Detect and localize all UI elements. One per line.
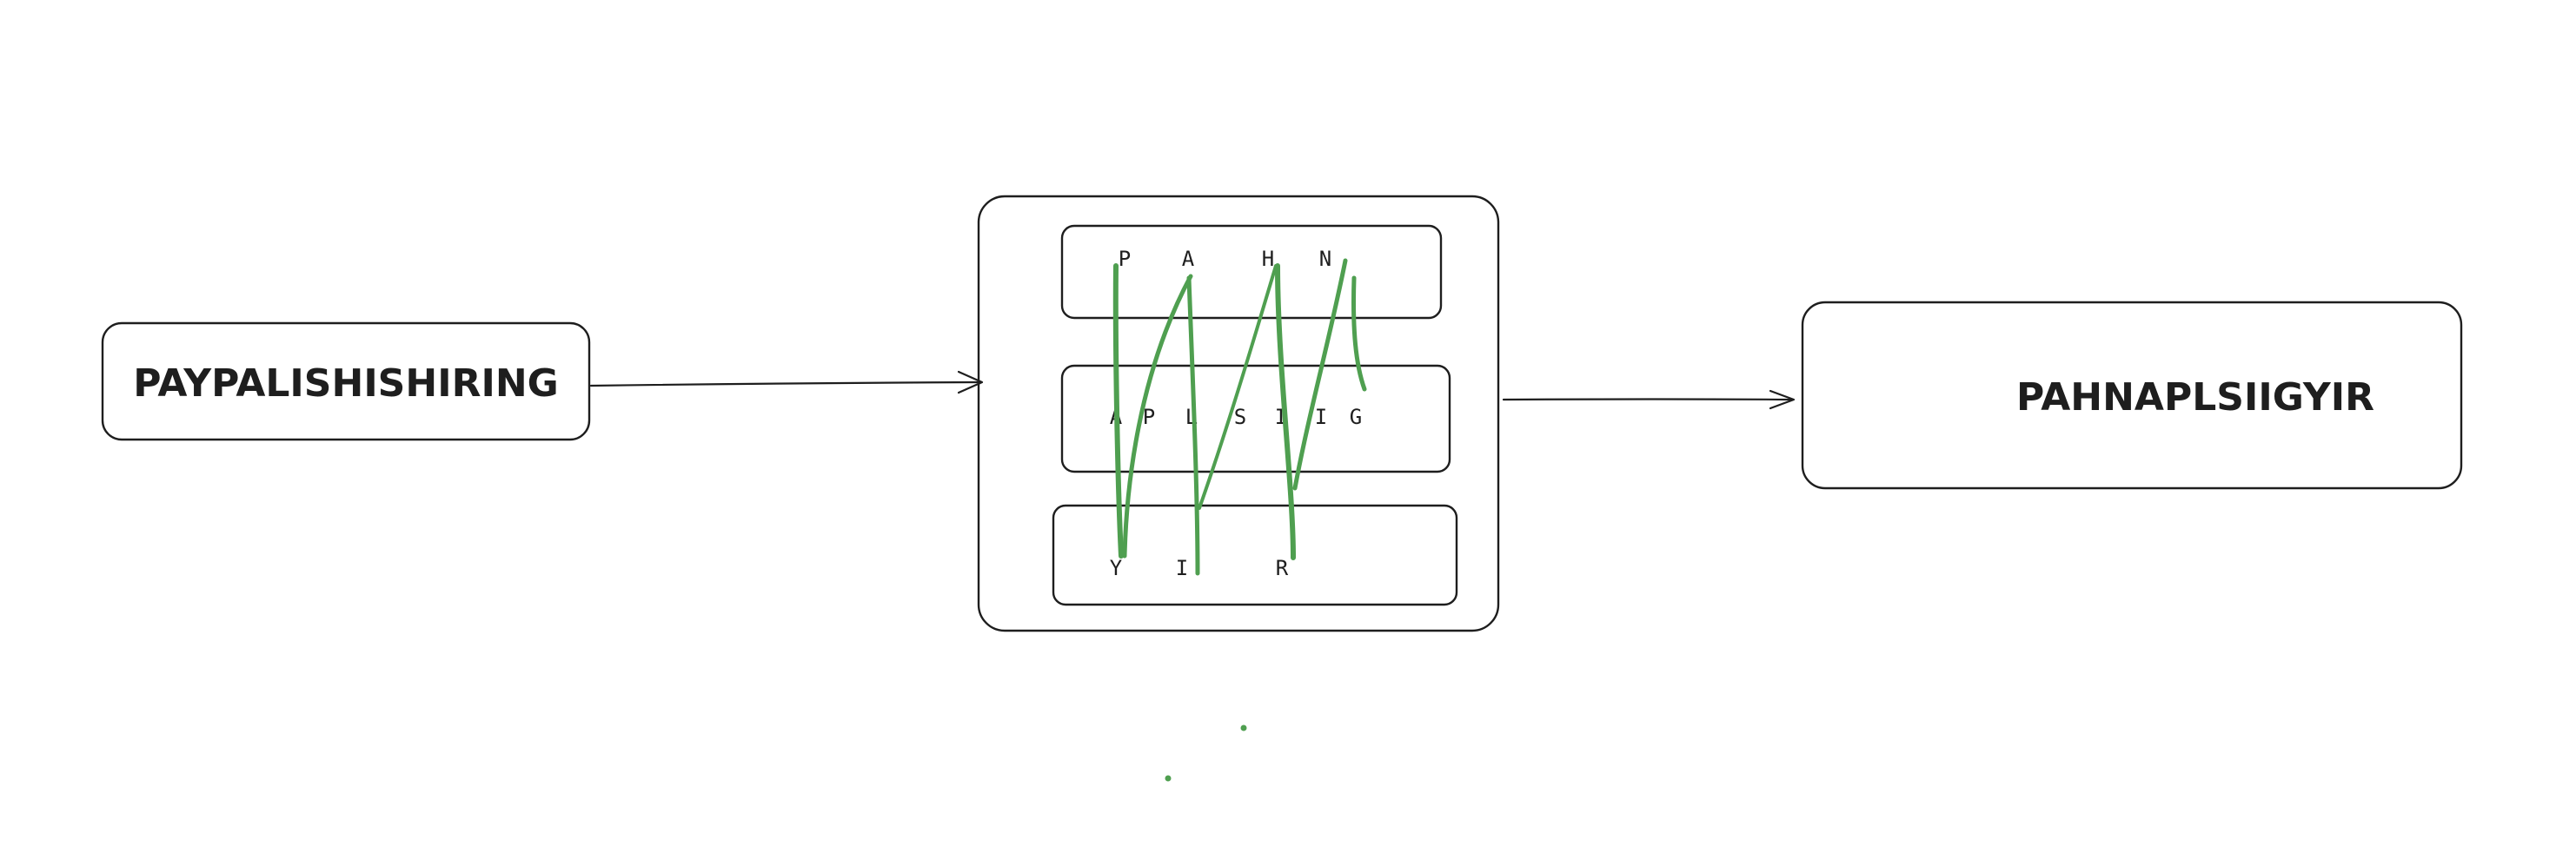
row-3-letter: R xyxy=(1276,556,1289,580)
row-3: Y I R xyxy=(1052,504,1458,606)
output-box xyxy=(1801,301,2463,490)
row-2-letter: S xyxy=(1234,405,1246,429)
arrowhead xyxy=(957,370,984,394)
row-1: P A H N xyxy=(1060,224,1443,320)
row-1-letter: A xyxy=(1182,247,1195,271)
row-1-letter: H xyxy=(1262,247,1274,271)
row-2-letter: P xyxy=(1143,405,1155,429)
process-to-output-arrow xyxy=(1502,389,1796,410)
zigzag-stroke xyxy=(1198,264,1278,510)
input-node[interactable]: PAYPALISHISHIRING xyxy=(101,321,591,441)
row-2-letter: I xyxy=(1315,405,1327,429)
arrow-line xyxy=(589,380,982,387)
zigzag-stroke xyxy=(1112,263,1124,559)
input-text: PAYPALISHISHIRING xyxy=(133,361,559,406)
row-3-letter: I xyxy=(1176,556,1188,580)
row-2-letter: G xyxy=(1350,405,1362,429)
zigzag-container[interactable]: P A H N A P L S I I G Y I R xyxy=(977,195,1500,632)
output-node[interactable]: PAHNAPLSIIGYIR xyxy=(1801,301,2463,490)
zigzag-stroke xyxy=(1186,275,1200,576)
row-1-letter: P xyxy=(1119,247,1131,271)
row-2-box xyxy=(1060,364,1451,473)
zigzag-stroke xyxy=(1275,263,1296,560)
stray-dot xyxy=(1165,775,1172,782)
row-3-letter: Y xyxy=(1110,556,1123,580)
row-1-letter: N xyxy=(1319,247,1331,271)
zigzag-stroke xyxy=(1351,275,1367,392)
output-text: PAHNAPLSIIGYIR xyxy=(2016,375,2374,420)
row-3-box xyxy=(1052,504,1458,606)
zigzag-stroke xyxy=(1292,258,1348,491)
input-to-process-arrow xyxy=(589,370,984,394)
zigzag-stroke xyxy=(1122,274,1193,559)
arrowhead xyxy=(1769,389,1796,410)
input-box xyxy=(101,321,591,441)
zigzag-traversal-strokes xyxy=(1112,258,1367,576)
stray-dot xyxy=(1240,724,1247,731)
row-1-box xyxy=(1060,224,1443,320)
container-box xyxy=(977,195,1500,632)
